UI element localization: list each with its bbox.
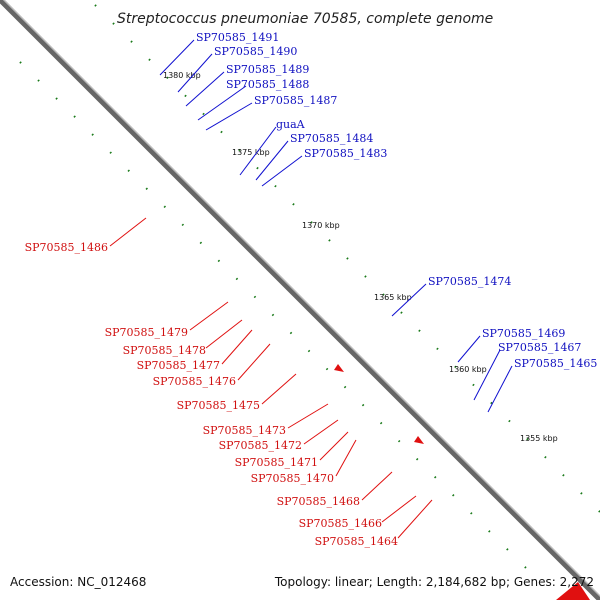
tick-tracks [19,4,600,583]
lower-tick-track [19,61,541,583]
kbp-scale: 1380 kbp 1375 kbp 1370 kbp 1365 kbp 1360… [163,71,558,443]
gene-label[interactable]: SP70585_1474 [428,275,511,288]
gene-label[interactable]: SP70585_1489 [226,63,309,76]
kbp-label: 1380 kbp [163,71,201,80]
reverse-labels: SP70585_1486 SP70585_1479 SP70585_1478 S… [25,241,398,548]
gene-label[interactable]: SP70585_1472 [219,439,302,452]
genome-title: Streptococcus pneumoniae 70585, complete… [117,11,493,27]
upper-tick-track [94,4,600,513]
gene-arrow[interactable] [414,436,424,444]
gene-label[interactable]: SP70585_1490 [214,45,297,58]
reverse-leader-lines [109,217,433,539]
kbp-label: 1355 kbp [520,434,558,443]
gene-label[interactable]: SP70585_1491 [196,31,279,44]
kbp-label: 1365 kbp [374,293,412,302]
gene-label[interactable]: SP70585_1487 [254,94,337,107]
forward-genes [496,0,600,140]
kbp-label: 1370 kbp [302,221,340,230]
gene-label[interactable]: SP70585_1478 [123,344,206,357]
kbp-label: 1375 kbp [232,148,270,157]
gene-label[interactable]: guaA [276,118,306,131]
gene-label[interactable]: SP70585_1477 [137,359,220,372]
gene-label[interactable]: SP70585_1483 [304,147,387,160]
gene-label[interactable]: SP70585_1475 [177,399,260,412]
gene-label[interactable]: SP70585_1486 [25,241,108,254]
gene-label[interactable]: SP70585_1470 [251,472,334,485]
gene-arrow[interactable] [556,582,590,600]
forward-leader-lines [159,39,513,413]
gene-label[interactable]: SP70585_1467 [498,341,581,354]
gene-label[interactable]: SP70585_1466 [299,517,382,530]
topology-text: Topology: linear; Length: 2,184,682 bp; … [274,575,594,589]
gene-label[interactable]: SP70585_1468 [277,495,360,508]
gene-label[interactable]: SP70585_1484 [290,132,373,145]
gene-label[interactable]: SP70585_1488 [226,78,309,91]
gene-label[interactable]: SP70585_1479 [105,326,188,339]
gene-label[interactable]: SP70585_1469 [482,327,565,340]
reverse-genes [334,364,590,600]
gene-label[interactable]: SP70585_1471 [235,456,318,469]
gene-arrow[interactable] [334,364,344,372]
accession-text: Accession: NC_012468 [10,575,146,589]
gene-label[interactable]: SP70585_1473 [203,424,286,437]
gene-label[interactable]: SP70585_1465 [514,357,597,370]
kbp-label: 1360 kbp [449,365,487,374]
gene-label[interactable]: SP70585_1476 [153,375,236,388]
gene-label[interactable]: SP70585_1464 [315,535,398,548]
forward-labels: SP70585_1491 SP70585_1490 SP70585_1489 S… [196,31,597,370]
